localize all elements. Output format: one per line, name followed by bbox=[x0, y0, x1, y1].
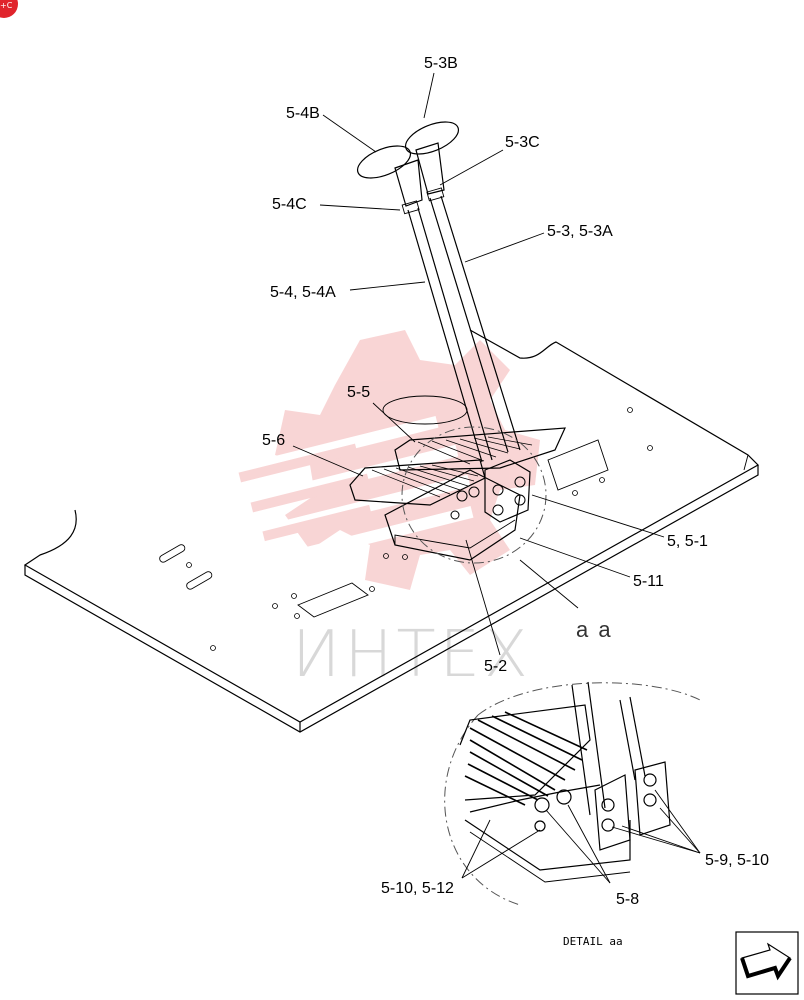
callout-5-4c: 5-4C bbox=[272, 196, 307, 213]
badge-icon: +C bbox=[0, 0, 18, 18]
callout-5-8: 5-8 bbox=[616, 891, 639, 908]
next-arrow-icon[interactable] bbox=[735, 931, 799, 995]
detail-view bbox=[444, 681, 701, 906]
callout-5-2: 5-2 bbox=[484, 658, 507, 675]
callout-5-3c: 5-3C bbox=[505, 134, 540, 151]
handle-knob-right bbox=[404, 121, 460, 155]
pedal-assembly bbox=[349, 427, 566, 561]
callout-5-4b: 5-4B bbox=[286, 105, 320, 122]
callout-5-10-5-12: 5-10, 5-12 bbox=[381, 880, 454, 897]
watermark-logo-icon bbox=[238, 330, 540, 590]
callout-5-9-5-10: 5-9, 5-10 bbox=[705, 852, 769, 869]
callout-detail-aa: a a bbox=[576, 617, 613, 642]
leader-lines bbox=[292, 72, 701, 884]
lever-assembly bbox=[356, 121, 521, 463]
callout-5-3b: 5-3B bbox=[424, 55, 458, 72]
callout-5-3-5-3a: 5-3, 5-3A bbox=[547, 223, 613, 240]
callout-5-4-5-4a: 5-4, 5-4A bbox=[270, 284, 336, 301]
handle-knob-left bbox=[356, 145, 412, 179]
watermark-text: ИНТЕХ bbox=[292, 618, 532, 692]
callout-5-5-1: 5, 5-1 bbox=[667, 533, 708, 550]
callout-5-5: 5-5 bbox=[347, 384, 370, 401]
detail-caption: DETAIL aa bbox=[563, 935, 623, 948]
detail-marker-circle bbox=[401, 426, 547, 564]
floor-plate bbox=[23, 329, 759, 733]
svg-text:+C: +C bbox=[0, 1, 13, 10]
callout-5-11: 5-11 bbox=[633, 573, 664, 590]
callout-5-6: 5-6 bbox=[262, 432, 285, 449]
